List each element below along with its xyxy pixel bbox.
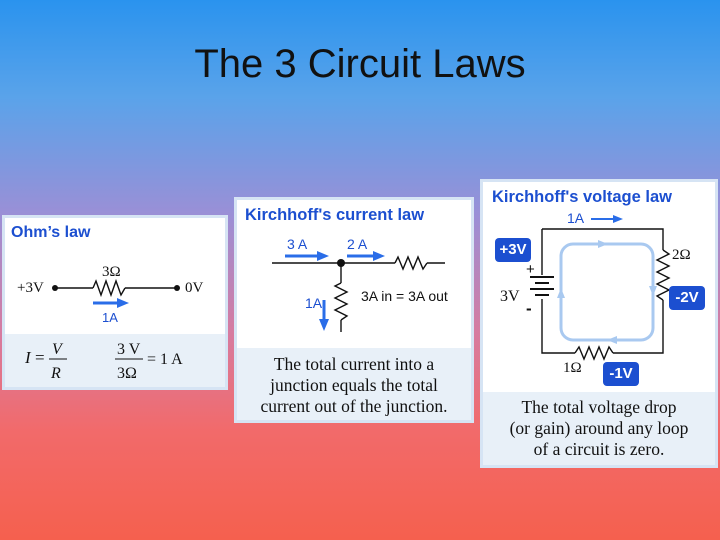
kcl-caption-area xyxy=(237,348,471,420)
kvl-r-bottom-label: 1Ω xyxy=(563,360,582,376)
eq-numerator: V xyxy=(52,341,64,358)
kvl-loop-path xyxy=(559,242,655,342)
kvl-title: Kirchhoff's voltage law xyxy=(492,188,672,206)
ohms-law-title: Ohm’s law xyxy=(11,224,91,241)
kvl-top-arrow-head xyxy=(613,215,623,223)
kvl-loop-arrow-bottom xyxy=(607,336,617,344)
kcl-out-current: 2 A xyxy=(347,236,368,252)
kvl-loop-current: 1A xyxy=(567,210,585,226)
ohms-law-panel: Ohm’s law +3V 3Ω 0V 1A I = V R 3 V 3Ω = … xyxy=(2,215,228,390)
kcl-statement: 3A in = 3A out xyxy=(361,288,448,304)
ohms-right-node xyxy=(174,285,180,291)
kvl-panel: Kirchhoff's voltage law 1A + 3V - 2Ω 1Ω … xyxy=(480,179,718,468)
kcl-caption-line: The total current into a xyxy=(273,354,435,374)
kcl-in-current: 3 A xyxy=(287,236,308,252)
ohms-resistor xyxy=(92,278,126,298)
kvl-r-top-badge: -2V xyxy=(669,286,705,310)
ohms-left-node xyxy=(52,285,58,291)
kvl-top-wire xyxy=(542,228,664,250)
kvl-minus-sign: - xyxy=(526,299,532,318)
eq2-result: = 1 A xyxy=(147,351,183,368)
kvl-r-bottom-badge: -1V xyxy=(603,362,639,386)
kcl-panel: Kirchhoff's current law 3 A 2 A 1A 3A in… xyxy=(234,197,474,423)
eq-denominator: R xyxy=(50,365,61,382)
kcl-caption-line: junction equals the total xyxy=(270,375,438,395)
kcl-caption: The total current into a junction equals… xyxy=(237,354,471,417)
kvl-caption-line: of a circuit is zero. xyxy=(533,439,665,459)
kvl-bottom-resistor xyxy=(574,345,614,361)
kcl-down-resistor xyxy=(333,282,349,321)
kcl-title: Kirchhoff's current law xyxy=(245,206,425,224)
ohms-current-label: 1A xyxy=(102,310,118,325)
kvl-r-top-label: 2Ω xyxy=(672,247,691,263)
kcl-right-resistor xyxy=(394,255,428,271)
kvl-caption-area xyxy=(483,392,715,465)
kvl-caption: The total voltage drop (or gain) around … xyxy=(483,397,715,460)
ohms-left-voltage: +3V xyxy=(17,280,44,296)
kcl-out-arrow-head xyxy=(373,251,385,261)
kvl-right-wire xyxy=(613,300,664,354)
ohms-resistance-label: 3Ω xyxy=(102,264,121,280)
kvl-circuit: 1A + 3V - 2Ω 1Ω xyxy=(500,210,691,376)
ohms-law-circuit: +3V 3Ω 0V 1A I = V R 3 V 3Ω = 1 A xyxy=(17,264,204,382)
ohms-law-equation-area xyxy=(5,334,225,387)
kvl-caption-line: (or gain) around any loop xyxy=(509,418,689,438)
kvl-loop-arrow-left xyxy=(557,288,565,298)
kvl-right-resistor xyxy=(655,249,671,301)
kvl-plus-sign: + xyxy=(526,261,535,278)
kcl-down-current: 1A xyxy=(305,295,323,311)
kcl-in-arrow-head xyxy=(317,251,329,261)
kcl-circuit: 3 A 2 A 1A 3A in = 3A out xyxy=(272,236,448,332)
kvl-left-wire-bottom xyxy=(541,299,575,354)
kcl-caption-line: current out of the junction. xyxy=(260,396,448,416)
kvl-caption-line: The total voltage drop xyxy=(521,397,677,417)
eq-lhs: I xyxy=(24,348,32,367)
kvl-source-voltage: 3V xyxy=(500,288,520,305)
kvl-loop-arrow-top xyxy=(598,240,608,248)
ohms-right-voltage: 0V xyxy=(185,280,204,296)
eq2-numerator: 3 V xyxy=(117,341,141,358)
eq2-denominator: 3Ω xyxy=(117,365,137,382)
ohms-current-arrow-head xyxy=(117,298,129,308)
eq-equals: = xyxy=(35,348,45,367)
kcl-down-arrow-head xyxy=(319,319,329,331)
kvl-loop-arrow-right xyxy=(649,286,657,296)
slide-title: The 3 Circuit Laws xyxy=(194,42,526,86)
kvl-source-badge: +3V xyxy=(495,238,531,262)
